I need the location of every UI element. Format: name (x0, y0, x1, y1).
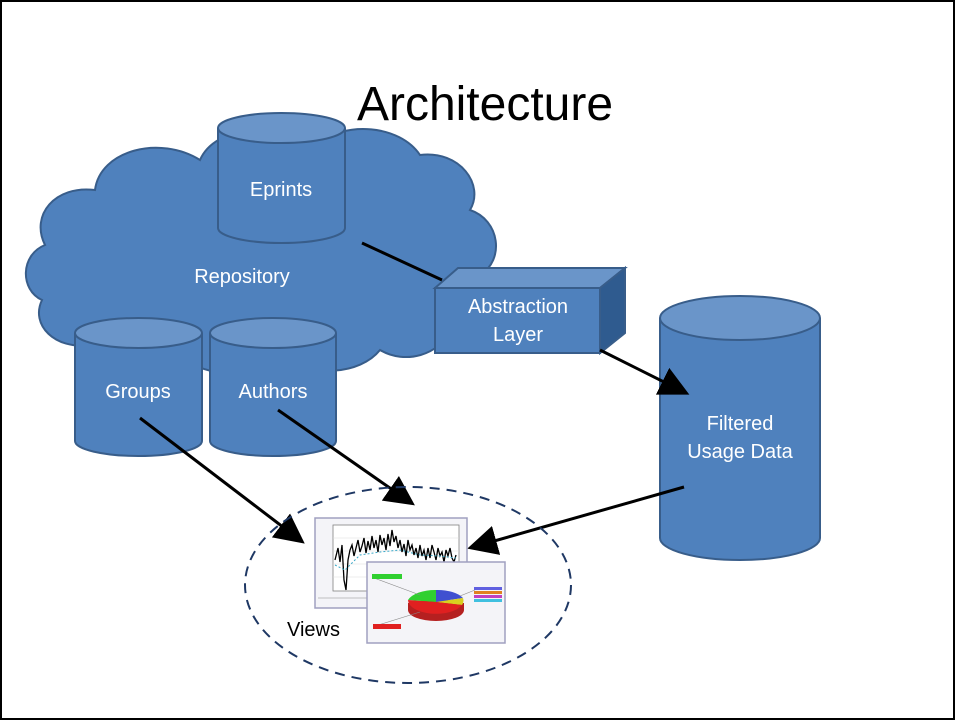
views-label: Views (287, 619, 340, 641)
groups-database: Groups (74, 317, 203, 457)
arrow-authors-to-views (277, 408, 415, 506)
arrow-filtered-to-views (467, 485, 685, 555)
pie-chart-thumbnail-icon (366, 561, 506, 644)
authors-database: Authors (209, 317, 337, 457)
repository-label: Repository (194, 266, 290, 288)
abstraction-layer-label-line2: Layer (493, 324, 543, 346)
groups-label: Groups (105, 381, 171, 403)
filtered-usage-data-database: Filtered Usage Data (659, 295, 821, 561)
abstraction-layer-box: Abstraction Layer (432, 265, 628, 356)
authors-label: Authors (239, 381, 308, 403)
eprints-database: Eprints (217, 112, 346, 244)
arrow-abstraction-to-filtered (599, 348, 690, 395)
views-dashed-ellipse (244, 486, 572, 684)
arrow-groups-to-views (139, 416, 305, 544)
filtered-usage-data-label-line1: Filtered (707, 413, 774, 435)
abstraction-layer-label-line1: Abstraction (468, 296, 568, 318)
arrow-eprints-to-abstraction (361, 241, 443, 282)
filtered-usage-data-label-line2: Usage Data (687, 441, 793, 463)
eprints-label: Eprints (250, 179, 312, 201)
slide-title: Architecture (357, 78, 613, 131)
